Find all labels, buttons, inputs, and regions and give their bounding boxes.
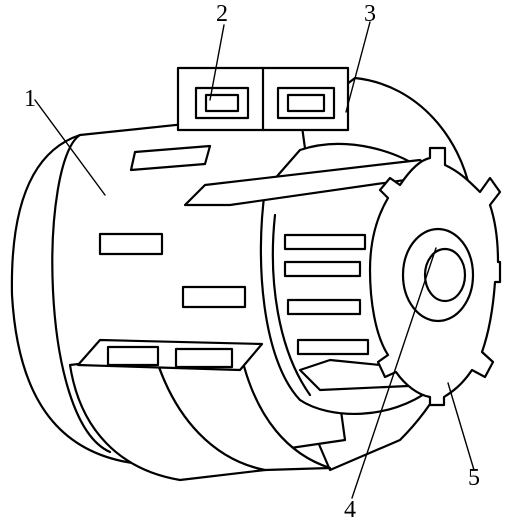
bore-inner-edge <box>271 213 312 397</box>
bottom-terminal-box <box>76 338 264 372</box>
housing-slot-middle <box>98 232 164 256</box>
rotor-bar-3 <box>286 298 362 316</box>
rotor-bar-1 <box>283 233 367 251</box>
leader-line-4 <box>351 247 437 499</box>
leader-line-2 <box>209 24 225 101</box>
callout-2: 2 <box>216 1 228 27</box>
callout-3: 3 <box>364 1 376 27</box>
rotor-bar-2 <box>283 260 362 278</box>
terminal-window-left-inner <box>204 93 240 113</box>
bottom-terminal-window-right <box>174 347 234 369</box>
callout-4: 4 <box>344 497 356 523</box>
callout-1: 1 <box>24 86 36 112</box>
rotor-bar-4 <box>296 338 370 356</box>
shaft-end <box>423 247 467 303</box>
leader-line-1 <box>34 99 106 196</box>
leader-line-5 <box>447 382 475 471</box>
leader-line-3 <box>345 21 371 113</box>
housing-front-rim <box>51 133 112 454</box>
housing-slot-top <box>129 144 212 172</box>
housing-slot-lower <box>181 285 247 309</box>
bottom-terminal-window-left <box>106 345 160 367</box>
terminal-window-right-inner <box>286 93 326 113</box>
bottom-shell-segment-2 <box>153 348 332 472</box>
callout-5: 5 <box>468 465 480 491</box>
